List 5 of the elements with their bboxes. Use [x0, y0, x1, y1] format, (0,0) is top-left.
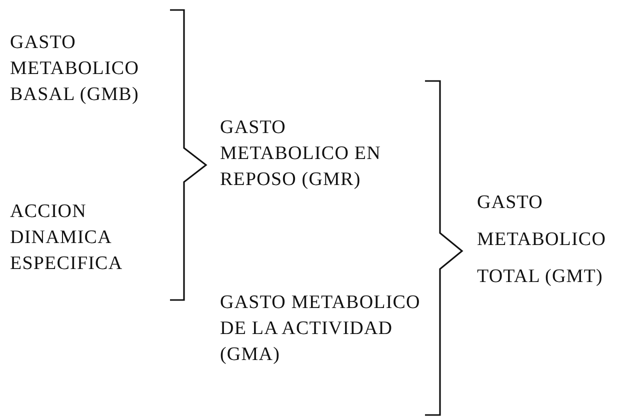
term-label: ACCION DINAMICA ESPECIFICA [10, 200, 124, 276]
term-label: GASTO METABOLICO BASAL (GMB) [10, 31, 140, 107]
term-label: GASTO METABOLICO TOTAL (GMT) [477, 191, 608, 289]
term-label: GASTO METABOLICO EN REPOSO (GMR) [220, 116, 382, 192]
term-label: GASTO METABOLICO DE LA ACTIVIDAD (GMA) [220, 291, 422, 367]
